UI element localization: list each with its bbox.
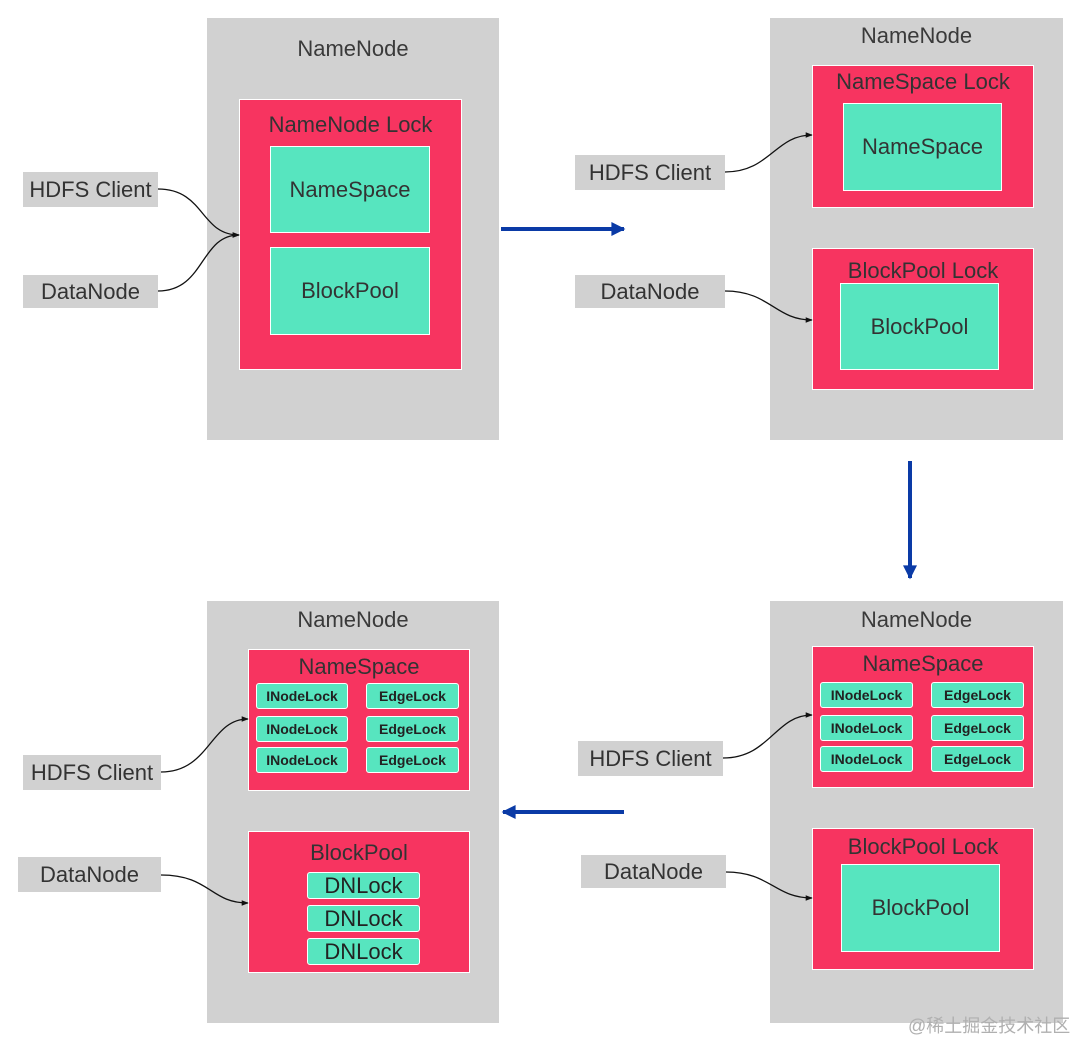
blockpool-lock-title: BlockPool Lock xyxy=(847,834,999,859)
blockpool-lock-title: BlockPool Lock xyxy=(847,258,999,283)
namespace-box: NameSpace xyxy=(270,146,430,233)
hdfs-client-label: HDFS Client xyxy=(578,741,723,776)
namespace-title: NameSpace xyxy=(862,651,984,676)
datanode-to-namenode-lock-connector xyxy=(157,232,240,292)
blockpool-title: BlockPool xyxy=(310,840,408,865)
datanode-label: DataNode xyxy=(23,275,158,308)
dn-lock: DNLock xyxy=(307,905,420,932)
namespace-lock-title: NameSpace Lock xyxy=(836,69,1010,94)
blockpool-box: BlockPool xyxy=(840,283,999,370)
edge-lock: EdgeLock xyxy=(366,716,459,742)
client-to-namespace-connector xyxy=(160,716,249,773)
datanode-label: DataNode xyxy=(581,855,726,888)
dn-lock: DNLock xyxy=(307,938,420,965)
namenode-lock-title: NameNode Lock xyxy=(268,112,433,137)
client-to-namespace-lock-connector xyxy=(724,132,813,173)
blockpool-box: BlockPool xyxy=(270,247,430,335)
namespace-box: NameSpace xyxy=(843,103,1002,191)
inode-lock: INodeLock xyxy=(820,746,913,772)
namenode-title: NameNode xyxy=(860,607,973,632)
watermark: @稀土掘金技术社区 xyxy=(908,1016,1071,1036)
dn-lock: DNLock xyxy=(307,872,420,899)
hdfs-client-label: HDFS Client xyxy=(575,155,725,190)
inode-lock: INodeLock xyxy=(256,683,348,709)
inode-lock: INodeLock xyxy=(256,716,348,742)
edge-lock: EdgeLock xyxy=(366,683,459,709)
edge-lock: EdgeLock xyxy=(931,682,1024,708)
client-to-namespace-connector xyxy=(722,712,813,759)
blockpool-box: BlockPool xyxy=(841,864,1000,952)
inode-lock: INodeLock xyxy=(256,747,348,773)
hdfs-client-label: HDFS Client xyxy=(23,755,161,790)
datanode-to-blockpool-lock-connector xyxy=(725,871,813,901)
namespace-title: NameSpace xyxy=(298,654,420,679)
datanode-label: DataNode xyxy=(575,275,725,308)
namenode-title: NameNode xyxy=(297,607,409,632)
client-to-namenode-lock-connector xyxy=(157,188,240,238)
namenode-title: NameNode xyxy=(297,36,409,61)
inode-lock: INodeLock xyxy=(820,682,913,708)
datanode-label: DataNode xyxy=(18,857,161,892)
edge-lock: EdgeLock xyxy=(931,746,1024,772)
edge-lock: EdgeLock xyxy=(366,747,459,773)
inode-lock: INodeLock xyxy=(820,715,913,741)
datanode-to-blockpool-lock-connector xyxy=(724,290,813,323)
datanode-to-blockpool-connector xyxy=(160,874,249,906)
hdfs-client-label: HDFS Client xyxy=(23,172,158,207)
edge-lock: EdgeLock xyxy=(931,715,1024,741)
namenode-title: NameNode xyxy=(860,23,973,48)
